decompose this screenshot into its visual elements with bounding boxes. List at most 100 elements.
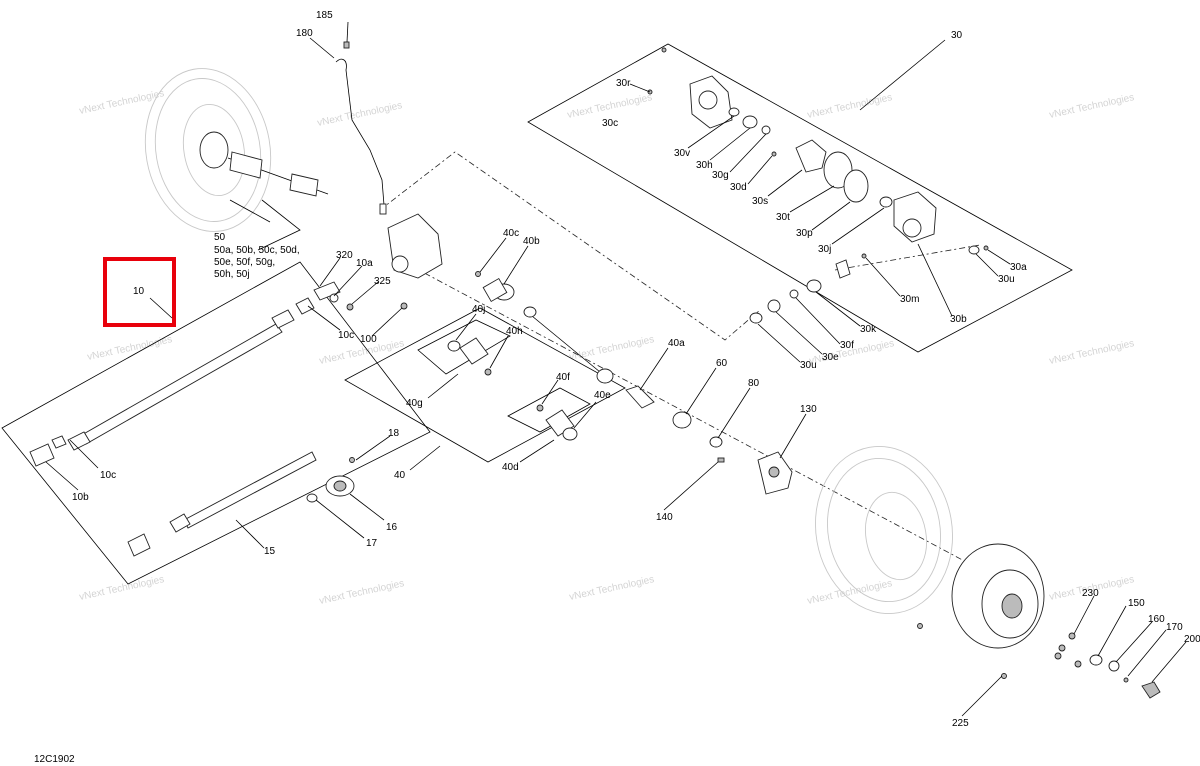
callout-30t[interactable]: 30t xyxy=(776,212,790,223)
callout-40e[interactable]: 40e xyxy=(594,390,611,401)
callout-labels: 185 180 30 30r 30c 30v 30h 30g 30d 30s 3… xyxy=(34,10,1200,765)
clip-185 xyxy=(343,41,350,49)
group-outline-30 xyxy=(527,43,1073,353)
watermark: vNext Technologies xyxy=(568,574,655,603)
rear-wheel-assembly xyxy=(815,445,1161,699)
vent-30a xyxy=(983,245,989,251)
highlight-box xyxy=(103,257,176,327)
callout-185[interactable]: 185 xyxy=(316,10,333,21)
washer-150 xyxy=(1089,654,1103,666)
watermark: vNext Technologies xyxy=(806,92,893,121)
callout-40h[interactable]: 40h xyxy=(506,326,523,337)
watermark: vNext Technologies xyxy=(78,574,165,603)
highlight-callout-10 xyxy=(103,257,176,327)
watermark: vNext Technologies xyxy=(78,88,165,117)
callout-50-list-1: 50a, 50b, 50c, 50d, xyxy=(214,245,300,256)
shaft-tube xyxy=(79,323,283,445)
callout-30g[interactable]: 30g xyxy=(712,170,729,181)
callout-40[interactable]: 40 xyxy=(394,470,406,481)
callout-140[interactable]: 140 xyxy=(656,512,673,523)
callout-30u-front[interactable]: 30u xyxy=(800,360,817,371)
callout-225[interactable]: 225 xyxy=(952,718,969,729)
callout-40c[interactable]: 40c xyxy=(503,228,519,239)
callout-17[interactable]: 17 xyxy=(366,538,378,549)
callout-30s[interactable]: 30s xyxy=(752,196,768,207)
callout-30r[interactable]: 30r xyxy=(616,78,631,89)
callout-30[interactable]: 30 xyxy=(951,30,963,41)
group-outlines xyxy=(1,43,1073,585)
pinion-30m xyxy=(835,259,851,279)
callout-30m[interactable]: 30m xyxy=(900,294,919,305)
centerline-gear xyxy=(834,244,981,271)
callout-40d[interactable]: 40d xyxy=(502,462,519,473)
callout-100[interactable]: 100 xyxy=(360,334,377,345)
ring-gear-30p xyxy=(843,169,869,203)
watermark: vNext Technologies xyxy=(316,100,403,129)
callout-170[interactable]: 170 xyxy=(1166,622,1183,633)
callout-30e[interactable]: 30e xyxy=(822,352,839,363)
callout-30a[interactable]: 30a xyxy=(1010,262,1027,273)
shaft-15-tube xyxy=(183,451,317,529)
yoke-10c-bottom xyxy=(51,435,67,449)
callout-40b[interactable]: 40b xyxy=(523,236,540,247)
watermark: vNext Technologies xyxy=(318,578,405,607)
differential-30s xyxy=(795,139,827,173)
callout-10c-lower[interactable]: 10c xyxy=(100,470,116,481)
callout-10[interactable]: 10 xyxy=(133,286,145,297)
callout-180[interactable]: 180 xyxy=(296,28,313,39)
group-outline-10 xyxy=(1,261,431,585)
yoke-10c-top xyxy=(295,297,315,315)
callout-30p[interactable]: 30p xyxy=(796,228,813,239)
callout-200[interactable]: 200 xyxy=(1184,634,1200,645)
centerline xyxy=(379,151,761,341)
callout-10b[interactable]: 10b xyxy=(72,492,89,503)
callout-40g[interactable]: 40g xyxy=(406,398,423,409)
callout-50-list-3: 50h, 50j xyxy=(214,269,250,280)
callout-130[interactable]: 130 xyxy=(800,404,817,415)
axle-40 xyxy=(531,315,601,373)
ring-17 xyxy=(306,493,318,503)
callout-80[interactable]: 80 xyxy=(748,378,760,389)
tire xyxy=(144,68,272,232)
pin-170 xyxy=(1123,677,1129,683)
callout-150[interactable]: 150 xyxy=(1128,598,1145,609)
front-differential xyxy=(313,213,443,311)
pin-30d xyxy=(771,151,777,157)
callout-30f[interactable]: 30f xyxy=(840,340,854,351)
callout-30c[interactable]: 30c xyxy=(602,118,618,129)
callout-15[interactable]: 15 xyxy=(264,546,276,557)
yoke-10b xyxy=(29,443,55,467)
callout-60[interactable]: 60 xyxy=(716,358,728,369)
callout-16[interactable]: 16 xyxy=(386,522,398,533)
bearing-30k xyxy=(806,279,822,293)
callout-50[interactable]: 50 xyxy=(214,232,226,243)
seal-30u xyxy=(968,245,980,255)
seal-30v xyxy=(728,107,740,117)
callout-18[interactable]: 18 xyxy=(388,428,400,439)
clip-40c xyxy=(475,271,481,277)
hub xyxy=(199,131,229,169)
callout-30v[interactable]: 30v xyxy=(674,148,690,159)
callout-30k[interactable]: 30k xyxy=(860,324,877,335)
callout-40f[interactable]: 40f xyxy=(556,372,570,383)
callout-30d[interactable]: 30d xyxy=(730,182,747,193)
callout-325[interactable]: 325 xyxy=(374,276,391,287)
callout-30u[interactable]: 30u xyxy=(998,274,1015,285)
boot-40g xyxy=(459,337,489,365)
callout-10c[interactable]: 10c xyxy=(338,330,354,341)
callout-230[interactable]: 230 xyxy=(1082,588,1099,599)
prop-shaft-15 xyxy=(127,451,355,557)
callout-320[interactable]: 320 xyxy=(336,250,353,261)
clamp-40f xyxy=(536,404,544,412)
callout-40a[interactable]: 40a xyxy=(668,338,685,349)
callout-40j[interactable]: 40j xyxy=(472,304,485,315)
pin-140 xyxy=(717,457,725,463)
callout-30b[interactable]: 30b xyxy=(950,314,967,325)
callout-160[interactable]: 160 xyxy=(1148,614,1165,625)
watermark: vNext Technologies xyxy=(1048,338,1135,367)
bolt-325 xyxy=(346,303,354,311)
plug-100 xyxy=(400,302,408,310)
callout-30h[interactable]: 30h xyxy=(696,160,713,171)
callout-30j[interactable]: 30j xyxy=(818,244,831,255)
callout-10a[interactable]: 10a xyxy=(356,258,373,269)
